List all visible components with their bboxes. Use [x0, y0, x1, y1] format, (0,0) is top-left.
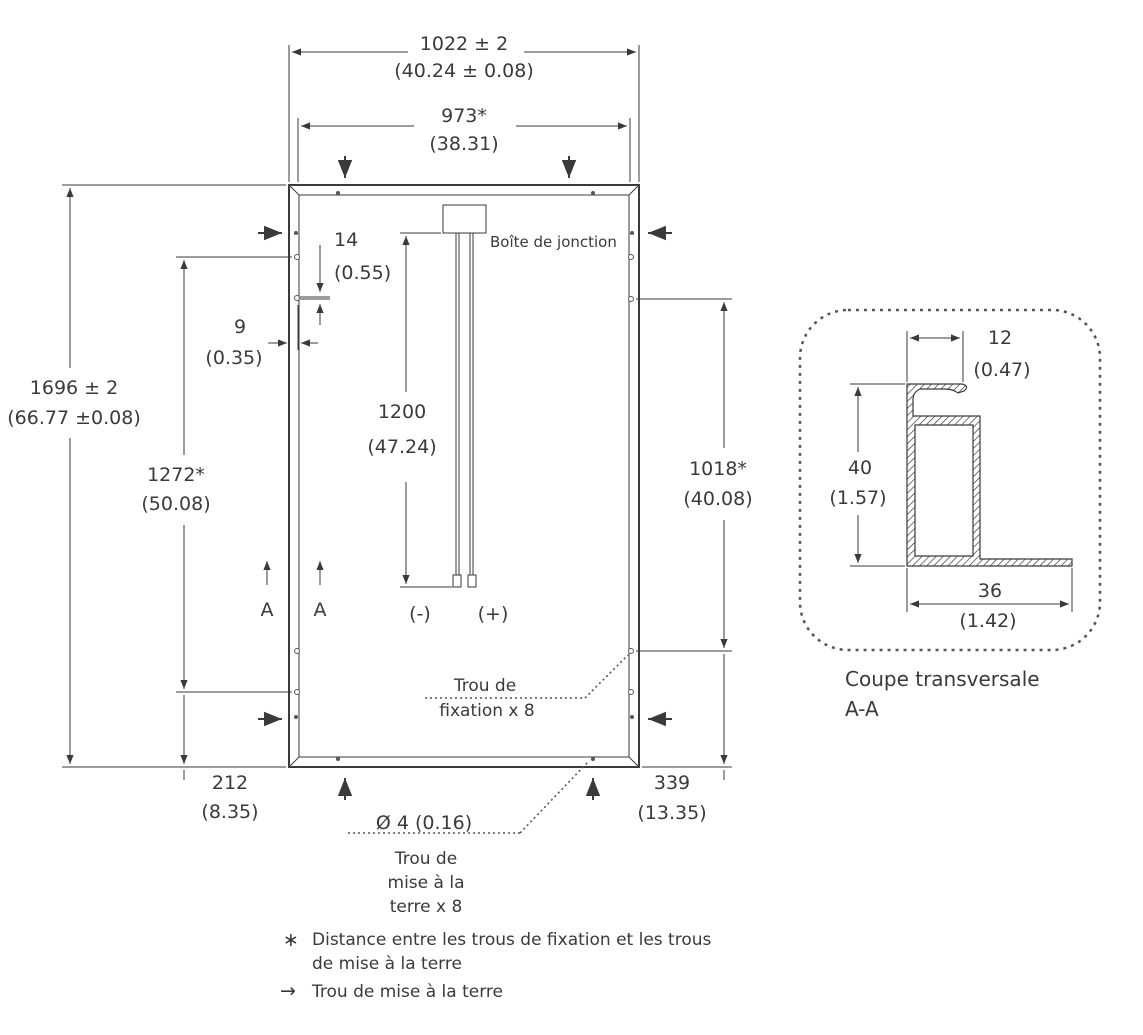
hole-spacing-left-mm: 1272* — [147, 464, 205, 486]
top-offset-in: (0.55) — [334, 262, 391, 284]
bottom-left-mm: 212 — [212, 772, 248, 794]
section-height-in: (1.57) — [829, 487, 886, 509]
frame-width-in: (0.35) — [205, 347, 262, 369]
plus-label: (+) — [478, 603, 509, 625]
asterisk-note-line1: Distance entre les trous de fixation et … — [312, 930, 712, 950]
section-top-mm: 12 — [988, 327, 1012, 349]
bottom-left-dimension: 212 (8.35) — [180, 695, 259, 823]
cable-length-dimension: 1200 (47.24) — [367, 232, 452, 588]
ground-hole-line3: terre x 8 — [390, 897, 463, 917]
section-caption-line2: A-A — [845, 697, 879, 721]
width-mm: 1022 ± 2 — [420, 33, 508, 55]
asterisk-note-line2: de mise à la terre — [312, 954, 462, 974]
section-caption-line1: Coupe transversale — [845, 667, 1040, 691]
section-base-mm: 36 — [978, 580, 1002, 602]
asterisk-symbol: ∗ — [283, 929, 299, 951]
arrow-note: Trou de mise à la terre — [311, 982, 503, 1002]
mounting-hole-callout: Trou de fixation x 8 — [425, 654, 629, 721]
height-mm: 1696 ± 2 — [30, 377, 118, 399]
junction-box: Boîte de jonction (-) (+) — [409, 204, 617, 625]
top-offset-dimension: 14 (0.55) — [300, 229, 391, 325]
height-in: (66.77 ±0.08) — [7, 407, 140, 429]
section-a-left: A — [261, 599, 274, 621]
legend: ∗ Distance entre les trous de fixation e… — [280, 929, 712, 1002]
bottom-right-mm: 339 — [654, 772, 690, 794]
height-dimension: 1696 ± 2 (66.77 ±0.08) — [7, 184, 286, 768]
ground-hole-line2: mise à la — [388, 873, 465, 893]
section-markers: A A — [261, 561, 327, 621]
junction-box-label: Boîte de jonction — [490, 233, 617, 251]
minus-label: (-) — [409, 603, 431, 625]
panel-frame — [288, 184, 640, 768]
bottom-right-dimension: 339 (13.35) — [637, 654, 732, 824]
cross-section-detail: 12 (0.47) 40 (1.57) 36 (1.42) Coupe tran… — [798, 308, 1102, 721]
ground-arrow-markers — [258, 156, 672, 800]
mounting-hole-line1: Trou de — [453, 676, 516, 696]
hole-spacing-right-mm: 1018* — [689, 458, 747, 480]
hole-spacing-right-in: (40.08) — [683, 488, 752, 510]
left-hole-spacing-dimension: 1272* (50.08) — [141, 256, 292, 693]
width-in: (40.24 ± 0.08) — [394, 60, 534, 82]
mounting-holes — [294, 254, 634, 695]
inner-width-mm: 973* — [441, 105, 487, 127]
ground-hole-line1: Trou de — [394, 849, 457, 869]
section-a-right: A — [314, 599, 327, 621]
inner-width-dimension: 973* (38.31) — [297, 105, 631, 182]
bottom-right-in: (13.35) — [637, 802, 706, 824]
ground-holes — [294, 191, 634, 761]
arrow-symbol: → — [280, 980, 296, 1002]
hole-diameter: Ø 4 (0.16) — [376, 812, 472, 834]
inner-width-in: (38.31) — [429, 133, 498, 155]
mounting-hole-line2: fixation x 8 — [439, 701, 534, 721]
hole-spacing-left-in: (50.08) — [141, 493, 210, 515]
right-hole-spacing-dimension: 1018* (40.08) — [636, 298, 753, 652]
width-dimension: 1022 ± 2 (40.24 ± 0.08) — [288, 33, 640, 182]
section-top-in: (0.47) — [973, 359, 1030, 381]
section-height-mm: 40 — [848, 457, 872, 479]
cable-length-mm: 1200 — [378, 401, 426, 423]
bottom-left-in: (8.35) — [201, 801, 258, 823]
frame-profile — [906, 383, 1073, 567]
section-base-in: (1.42) — [959, 610, 1016, 632]
top-offset-mm: 14 — [334, 229, 358, 251]
frame-width-mm: 9 — [234, 316, 246, 338]
frame-width-dimension: 9 (0.35) — [205, 305, 318, 369]
cable-length-in: (47.24) — [367, 436, 436, 458]
ground-hole-callout: Ø 4 (0.16) Trou de mise à la terre x 8 — [348, 761, 589, 917]
